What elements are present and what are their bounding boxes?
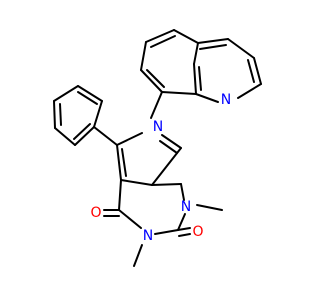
- bond: [177, 227, 191, 231]
- bond: [180, 183, 185, 201]
- bond: [178, 233, 191, 237]
- canvas-background: [0, 0, 300, 300]
- bond: [227, 38, 255, 59]
- bond: [145, 29, 175, 43]
- bond: [177, 213, 186, 231]
- bond: [247, 59, 255, 83]
- bond: [161, 91, 197, 95]
- bond-layer: [53, 29, 262, 267]
- bond: [53, 85, 79, 102]
- bond: [151, 147, 182, 186]
- bond: [54, 127, 76, 146]
- n3-nitrogen-label: N: [143, 228, 153, 244]
- bond: [146, 69, 165, 88]
- bond: [59, 103, 62, 126]
- bond: [154, 229, 179, 235]
- bond: [77, 85, 103, 102]
- upper-carbonyl-oxygen-label: O: [90, 205, 101, 221]
- bond: [133, 244, 143, 267]
- quinoline-nitrogen-label: N: [221, 92, 231, 108]
- bond: [140, 41, 147, 71]
- bond: [118, 209, 142, 229]
- bond: [116, 132, 143, 146]
- bond: [150, 35, 176, 48]
- bond: [199, 44, 227, 50]
- bond: [253, 57, 262, 85]
- bond: [173, 29, 199, 44]
- bond: [159, 140, 178, 154]
- atom-label-layer: N N N N O O: [90, 92, 231, 244]
- bond: [193, 42, 199, 65]
- bond: [121, 148, 127, 177]
- n1-nitrogen-label: N: [181, 199, 191, 215]
- molecule-structure-diagram: N N N N O O: [0, 0, 300, 300]
- bond: [193, 63, 197, 95]
- bond: [93, 100, 103, 128]
- pyrrole-nitrogen-label: N: [153, 119, 163, 135]
- bond: [151, 183, 182, 186]
- bond: [150, 91, 163, 119]
- bond: [196, 204, 223, 211]
- bond: [161, 134, 182, 149]
- lower-carbonyl-oxygen-label: O: [192, 224, 203, 240]
- bond: [118, 179, 122, 211]
- bond: [93, 126, 118, 146]
- bond: [74, 126, 95, 146]
- bond: [116, 144, 122, 181]
- bond: [53, 100, 56, 129]
- bond: [195, 93, 219, 103]
- bond: [237, 83, 262, 99]
- bond: [120, 179, 153, 186]
- bond: [197, 38, 229, 44]
- bond: [198, 66, 202, 91]
- bond: [73, 123, 91, 140]
- bond: [140, 69, 163, 93]
- bond: [77, 91, 98, 105]
